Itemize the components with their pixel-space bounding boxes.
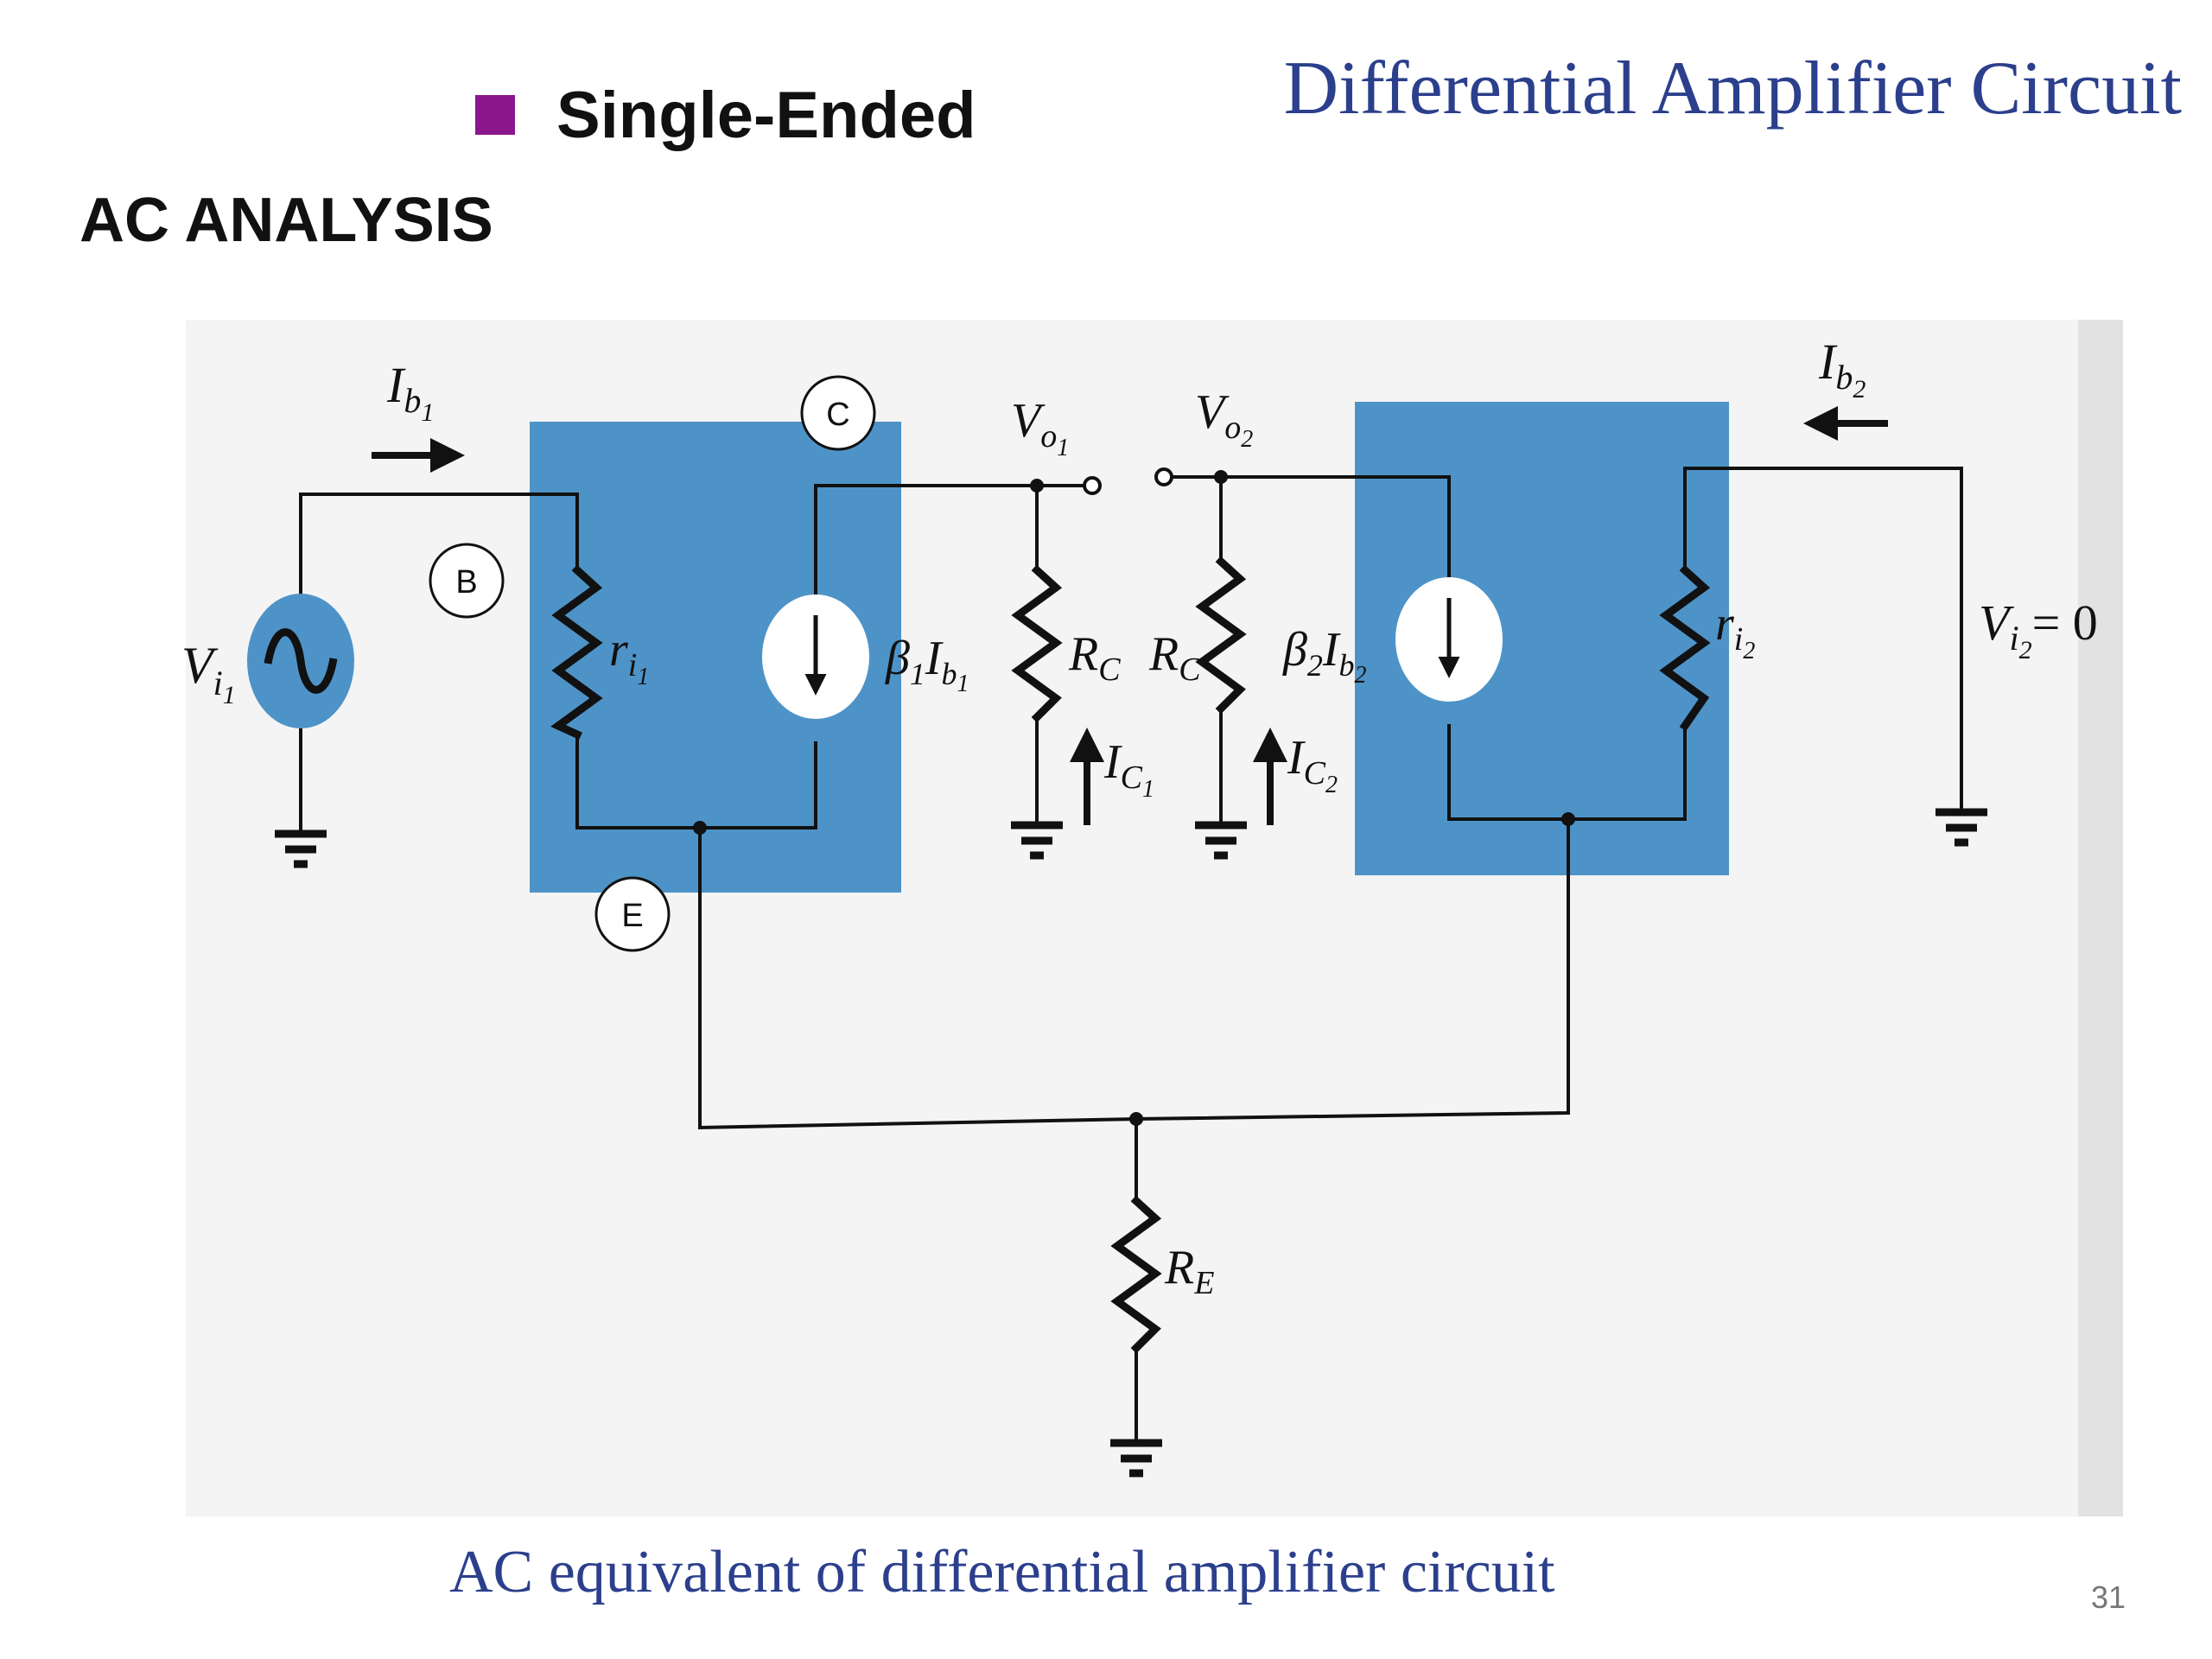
node-c-circle [800, 375, 876, 451]
ic2-label: IC2 [1287, 731, 1338, 798]
bullet-square-icon [475, 95, 515, 135]
ic1-label: IC1 [1103, 735, 1154, 803]
ground-icon-vi2 [1936, 808, 1987, 847]
current-source-2 [1395, 577, 1503, 702]
bullet-text: Single-Ended [556, 78, 976, 152]
bullet-item: Single-Ended [475, 76, 976, 154]
ground-icon-re [1110, 1439, 1162, 1478]
node-c-label: C [826, 397, 849, 433]
ground-icon-rc1 [1011, 821, 1063, 860]
ri1-label: ri1 [609, 623, 649, 690]
vo2-label: Vo2 [1195, 385, 1253, 453]
rc1-resistor [1011, 564, 1063, 723]
collector-1-wire [814, 484, 1086, 632]
rc2-resistor [1195, 556, 1247, 715]
node-e-label: E [621, 898, 643, 934]
ib2-label: Ib2 [1818, 334, 1866, 404]
emitter-1-junction [693, 821, 707, 835]
vi1-label: Vi1 [181, 637, 236, 709]
beta1-ib1-label: β1Ib1 [885, 632, 969, 697]
beta2-ib2-label: β2Ib2 [1282, 623, 1367, 689]
vo1-terminal [1083, 476, 1102, 495]
rc1-label: RC [1068, 627, 1121, 688]
ib1-label: Ib1 [386, 357, 434, 427]
re-junction [1129, 1112, 1143, 1126]
ri2-top-wire [1683, 467, 1963, 810]
emitter-1-wire [698, 826, 1139, 1130]
current-source-1 [762, 594, 869, 719]
re-resistor [1110, 1195, 1162, 1354]
figure-caption: AC equivalent of differential amplifier … [449, 1539, 1555, 1605]
node-e-circle [594, 876, 671, 952]
scan-background [186, 320, 2123, 1516]
slide-title: Differential Amplifier Circuit [1283, 47, 2182, 130]
emitter-2-wire [1134, 817, 1570, 1122]
ground-symbols [275, 808, 1987, 1478]
ri2-label: ri2 [1715, 597, 1755, 664]
ri2-resistor [1659, 564, 1711, 732]
rc2-label: RC [1148, 627, 1201, 688]
ri1-resistor [550, 564, 603, 740]
vi2-label: Vi2= 0 [1979, 594, 2098, 664]
vo2-terminal [1154, 467, 1173, 486]
ground-icon-vi1 [275, 830, 327, 868]
page-number: 31 [2090, 1580, 2126, 1615]
vo2-junction [1214, 470, 1228, 484]
section-heading: AC ANALYSIS [79, 186, 493, 255]
node-b-circle [429, 543, 505, 619]
emitter-2-junction [1561, 812, 1575, 826]
vo1-label: Vo1 [1011, 394, 1069, 461]
vi1-source [247, 594, 354, 728]
re-label: RE [1164, 1241, 1214, 1301]
ground-icon-rc2 [1195, 821, 1247, 860]
input-1-wire [299, 493, 579, 572]
collector-2-wire [1169, 475, 1451, 607]
node-b-label: B [455, 564, 477, 601]
vo1-junction [1030, 479, 1044, 493]
scan-edge-shadow [2078, 320, 2123, 1516]
